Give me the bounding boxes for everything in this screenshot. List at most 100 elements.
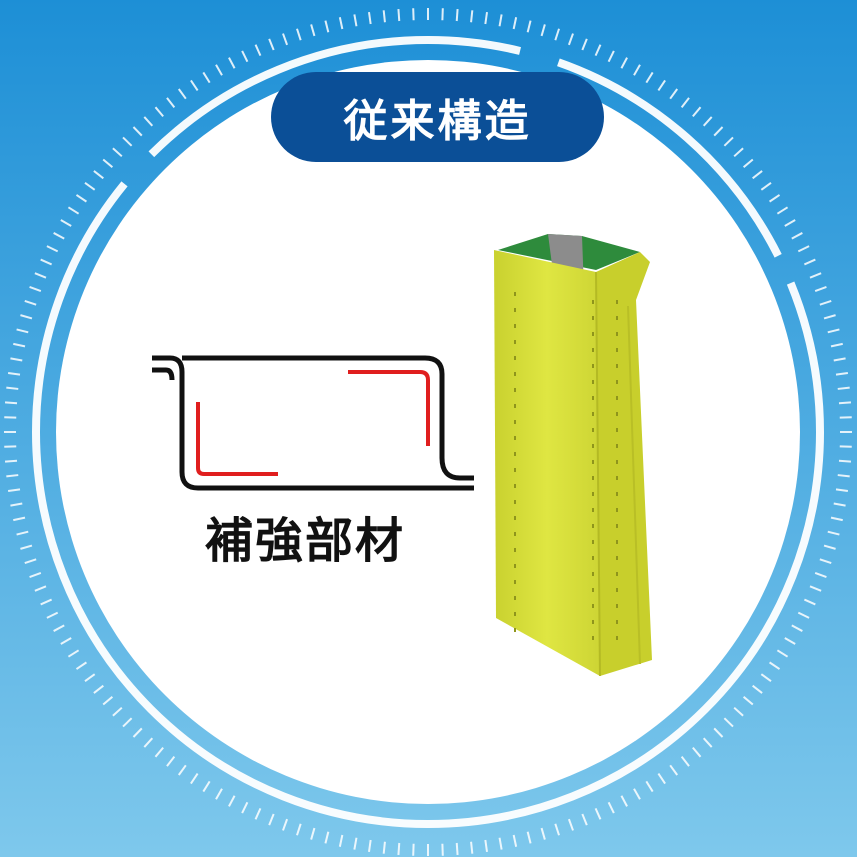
profile-outer-line bbox=[152, 355, 474, 491]
column-hole bbox=[616, 604, 618, 608]
column-hole bbox=[592, 492, 594, 496]
ring-tick bbox=[268, 813, 275, 826]
column-hole bbox=[616, 492, 618, 496]
column-hole bbox=[592, 524, 594, 528]
ring-tick bbox=[819, 300, 832, 306]
ring-tick bbox=[202, 780, 211, 793]
ring-tick bbox=[60, 637, 72, 645]
ring-tick bbox=[833, 502, 846, 507]
column-hole bbox=[514, 356, 516, 360]
ring-tick bbox=[177, 764, 187, 776]
ring-tick bbox=[310, 24, 316, 37]
ring-tick bbox=[733, 706, 744, 717]
ring-tick bbox=[67, 206, 80, 215]
ring-tick bbox=[784, 637, 796, 645]
ring-tick bbox=[154, 746, 164, 758]
ring-tick bbox=[215, 64, 223, 76]
column-hole bbox=[514, 308, 516, 312]
ring-tick bbox=[581, 38, 588, 51]
ring-tick bbox=[713, 727, 724, 738]
ring-tick bbox=[368, 11, 372, 25]
ring-tick bbox=[4, 401, 18, 405]
ring-tick bbox=[20, 314, 33, 320]
ring-tick bbox=[797, 245, 810, 253]
column-edge bbox=[595, 271, 601, 677]
ring-tick bbox=[353, 14, 358, 27]
ring-tick bbox=[132, 727, 143, 738]
ring-tick bbox=[830, 342, 843, 348]
reinforcement-right bbox=[348, 370, 430, 446]
outer-ring bbox=[32, 36, 824, 828]
ring-tick bbox=[512, 834, 518, 847]
column-hole bbox=[514, 484, 516, 488]
ring-tick bbox=[29, 286, 42, 293]
ring-tick bbox=[29, 571, 42, 578]
ring-tick bbox=[803, 258, 816, 266]
ring-tick bbox=[6, 474, 19, 478]
ring-tick bbox=[760, 181, 772, 191]
ring-tick bbox=[166, 756, 176, 767]
column-hole bbox=[616, 428, 618, 432]
ring-tick bbox=[633, 788, 641, 800]
ring-tick bbox=[84, 181, 96, 191]
column-hole bbox=[514, 324, 516, 328]
ring-tick bbox=[112, 147, 123, 158]
ring-tick bbox=[397, 842, 401, 856]
column-hole bbox=[592, 508, 594, 512]
ring-tick bbox=[190, 79, 199, 91]
ring-tick bbox=[837, 386, 850, 390]
ring-tick bbox=[723, 136, 734, 147]
ring-tick bbox=[296, 28, 302, 41]
ring-tick bbox=[769, 194, 781, 203]
column-hole bbox=[514, 452, 516, 456]
ring-tick bbox=[776, 649, 789, 658]
column-hole bbox=[514, 548, 516, 552]
ring-tick bbox=[803, 598, 816, 606]
column-hole bbox=[592, 556, 594, 560]
ring-tick bbox=[67, 649, 80, 658]
ring-tick bbox=[540, 827, 546, 840]
ring-tick bbox=[784, 219, 796, 227]
ring-tick bbox=[40, 258, 53, 266]
ring-tick bbox=[228, 57, 236, 69]
ring-tick bbox=[112, 706, 123, 717]
ring-tick bbox=[143, 737, 154, 748]
ring-tick bbox=[713, 126, 724, 137]
column-hole bbox=[514, 612, 516, 616]
column-hole bbox=[616, 540, 618, 544]
column-hole bbox=[616, 636, 618, 640]
column-hole bbox=[616, 524, 618, 528]
ring-tick bbox=[498, 14, 503, 27]
ring-tick bbox=[93, 684, 104, 694]
ring-tick bbox=[310, 827, 316, 840]
ring-tick bbox=[607, 801, 615, 814]
reinforcement-left bbox=[196, 402, 278, 476]
ring-tick bbox=[324, 20, 330, 33]
ring-tick bbox=[594, 807, 602, 820]
ring-tick bbox=[581, 813, 588, 826]
column-hole bbox=[592, 476, 594, 480]
column-hole bbox=[514, 628, 516, 632]
ring-tick bbox=[769, 661, 781, 670]
column-hole bbox=[616, 476, 618, 480]
ring-tick bbox=[835, 488, 849, 492]
ring-tick bbox=[16, 530, 29, 536]
ring-tick bbox=[498, 837, 503, 850]
ring-tick bbox=[254, 44, 262, 57]
ring-tick bbox=[760, 673, 772, 683]
ring-tick bbox=[470, 10, 474, 23]
column-hole bbox=[616, 444, 618, 448]
ring-tick bbox=[282, 33, 289, 46]
ring-tick bbox=[60, 219, 72, 227]
column-hole bbox=[616, 412, 618, 416]
column-hole bbox=[592, 332, 594, 336]
ring-tick bbox=[455, 8, 459, 22]
ring-tick bbox=[733, 147, 744, 158]
ring-tick bbox=[6, 386, 19, 390]
ring-tick bbox=[13, 342, 26, 348]
ring-tick bbox=[830, 516, 843, 522]
column-hole bbox=[616, 332, 618, 336]
ring-tick bbox=[40, 598, 53, 606]
ring-tick bbox=[10, 502, 23, 507]
column-hole bbox=[592, 636, 594, 640]
